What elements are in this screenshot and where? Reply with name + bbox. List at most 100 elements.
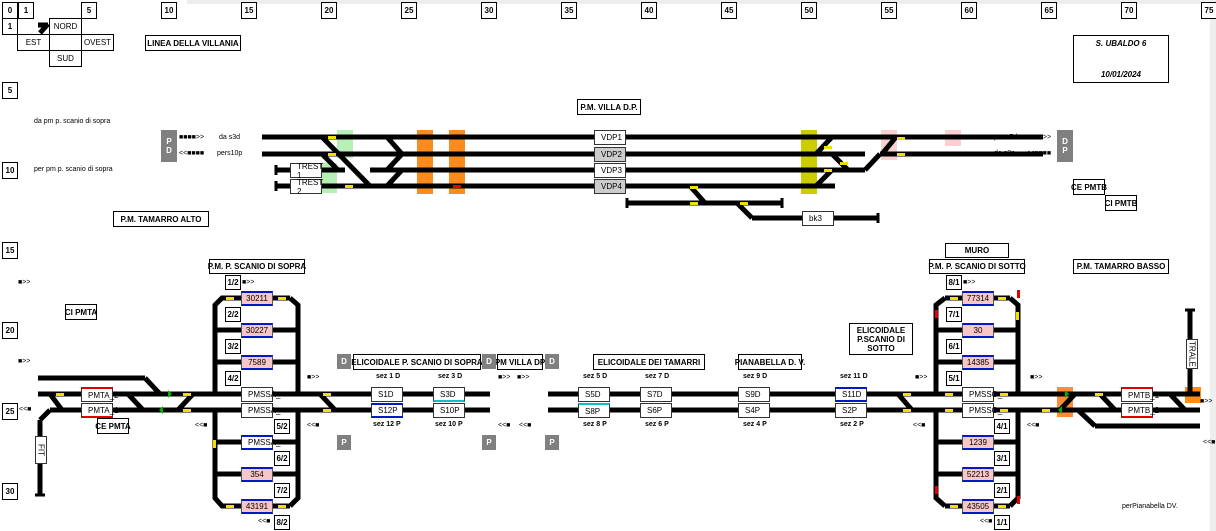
sez-label: sez 6 P	[645, 421, 669, 428]
flag-d[interactable]: D	[337, 354, 351, 369]
ruler-col: 50	[801, 2, 817, 19]
train-slot[interactable]: 30	[962, 323, 994, 338]
arrow-left[interactable]: <<■	[307, 422, 320, 429]
track-pmta-1[interactable]: PMTA_1	[81, 403, 119, 418]
label-pianabella: PIANABELLA D. V.	[735, 354, 805, 370]
section-s9d[interactable]: S9D	[738, 387, 770, 402]
arrow-left[interactable]: <<■	[519, 422, 532, 429]
arrow-left[interactable]: <<■	[1203, 439, 1216, 446]
sez-label: sez 2 P	[840, 421, 864, 428]
train-slot[interactable]: PMSSA_	[241, 403, 280, 418]
ruler-col: 25	[401, 2, 417, 19]
track-vdp4[interactable]: VDP4	[594, 179, 626, 194]
flag-p[interactable]: P	[482, 435, 496, 450]
arrow-left[interactable]: <<■	[498, 422, 511, 429]
section-s1d[interactable]: S1D	[371, 387, 403, 402]
train-slot[interactable]: 30211	[241, 291, 273, 306]
label-ci-pmta: CI PMTA	[65, 304, 97, 320]
arrow-right[interactable]: ■>>	[307, 374, 320, 381]
train-slot[interactable]: 43505	[962, 499, 994, 514]
train-slot[interactable]: 1239	[962, 435, 994, 450]
track-trest2[interactable]: TREST 2	[290, 178, 323, 196]
train-slot[interactable]: PMSSO_	[962, 387, 1002, 402]
label-ce-pmta: CE PMTA	[95, 418, 131, 434]
track-pmtb-1[interactable]: PMTB_1	[1121, 387, 1159, 402]
train-slot[interactable]: 7589	[241, 355, 273, 370]
flag-d[interactable]: D	[545, 354, 559, 369]
train-slot[interactable]: 52213	[962, 467, 994, 482]
ruler-col: 45	[721, 2, 737, 19]
note-da-s3d: da s3d	[219, 134, 241, 141]
train-slot[interactable]: 354	[241, 467, 273, 482]
flag-d[interactable]: D	[482, 354, 496, 369]
label-elicoidale-sotto: ELICOIDALE P.SCANIO DI SOTTO	[849, 323, 913, 355]
compass-east-button[interactable]: EST	[17, 34, 50, 51]
flag-p[interactable]: P	[1062, 146, 1068, 155]
arrow-right[interactable]: ■>>	[915, 374, 928, 381]
arrow-right[interactable]: ■>>	[18, 279, 31, 286]
sez-label: sez 10 P	[435, 421, 463, 428]
compass-south-button[interactable]: SUD	[49, 50, 82, 67]
flag-p[interactable]: P	[166, 137, 172, 146]
flag-d[interactable]: D	[1062, 137, 1068, 146]
ruler-col: 75	[1201, 2, 1216, 19]
arrow-left[interactable]: <<■	[1027, 422, 1040, 429]
train-slot[interactable]: 30227	[241, 323, 273, 338]
ruler-col: 30	[481, 2, 497, 19]
section-s5d[interactable]: S5D	[578, 387, 610, 402]
arrow-right[interactable]: ■>>	[1030, 374, 1043, 381]
flag-d[interactable]: D	[166, 146, 172, 155]
track-bk3[interactable]: bk3	[802, 211, 834, 226]
section-s4p[interactable]: S4P	[738, 403, 770, 418]
sez-label: sez 12 P	[373, 421, 401, 428]
track-pmtb-2[interactable]: PMTB_2	[1121, 403, 1159, 418]
station-villa-dp: P.M. VILLA D.P.	[577, 99, 641, 115]
arrow-left[interactable]: <<■	[195, 422, 208, 429]
arrow-right[interactable]: ■>>	[1200, 398, 1213, 405]
arrow-left[interactable]: <<■	[980, 518, 993, 525]
arrow-right[interactable]: ■>>	[517, 374, 530, 381]
layout-date: 10/01/2024	[1100, 70, 1142, 79]
train-slot[interactable]: PMSSO_	[962, 403, 1002, 418]
flag-p[interactable]: P	[545, 435, 559, 450]
ruler-col: 40	[641, 2, 657, 19]
section-s8p[interactable]: S8P	[578, 403, 610, 418]
track-vdp2[interactable]: VDP2	[594, 147, 626, 162]
track-trest1[interactable]: TREST 1	[290, 162, 323, 180]
train-slot[interactable]: 14385	[962, 355, 994, 370]
track-vdp1[interactable]: VDP1	[594, 130, 626, 145]
arrow-left[interactable]: <<■■■■	[179, 150, 205, 157]
train-slot[interactable]: PMSSA_	[241, 387, 280, 402]
arrow-left[interactable]: <<■	[258, 518, 271, 525]
arrow-right[interactable]: ■■■■>>	[1026, 134, 1052, 141]
section-s10p[interactable]: S10P	[433, 403, 465, 418]
section-s2p[interactable]: S2P	[835, 403, 867, 418]
section-s11d[interactable]: S11D	[835, 387, 867, 402]
arrow-right[interactable]: ■>>	[498, 374, 511, 381]
arrow-left[interactable]: <<■	[913, 422, 926, 429]
train-slot[interactable]: PMSSA_	[241, 435, 280, 450]
section-s3d[interactable]: S3D	[433, 387, 465, 402]
arrow-left[interactable]: <<■■■■	[1026, 150, 1052, 157]
track-pmta-2[interactable]: PMTA_2	[81, 387, 119, 402]
flag-p[interactable]: P	[337, 435, 351, 450]
arrow-right[interactable]: ■■■■>>	[179, 134, 205, 141]
arrow-right[interactable]: ■>>	[963, 279, 976, 286]
slot-label: 8/1	[946, 275, 962, 290]
section-s7d[interactable]: S7D	[640, 387, 672, 402]
arrow-right[interactable]: ■>>	[18, 358, 31, 365]
train-slot[interactable]: 43191	[241, 499, 273, 514]
arrow-right[interactable]: ■>>	[242, 279, 255, 286]
track-vdp3[interactable]: VDP3	[594, 163, 626, 178]
layout-title: S. UBALDO 6	[1095, 39, 1147, 48]
sez-label: sez 4 P	[743, 421, 767, 428]
section-s12p[interactable]: S12P	[371, 403, 403, 418]
ruler-col: 65	[1041, 2, 1057, 19]
track-fit[interactable]: FIT	[35, 436, 47, 464]
train-slot[interactable]: 77314	[962, 291, 994, 306]
arrow-left[interactable]: <<■	[19, 406, 32, 413]
compass-west-button[interactable]: OVEST	[81, 34, 114, 51]
track-trale[interactable]: TRALE	[1186, 339, 1198, 369]
compass-north-button[interactable]: NORD	[49, 18, 82, 35]
section-s6p[interactable]: S6P	[640, 403, 672, 418]
